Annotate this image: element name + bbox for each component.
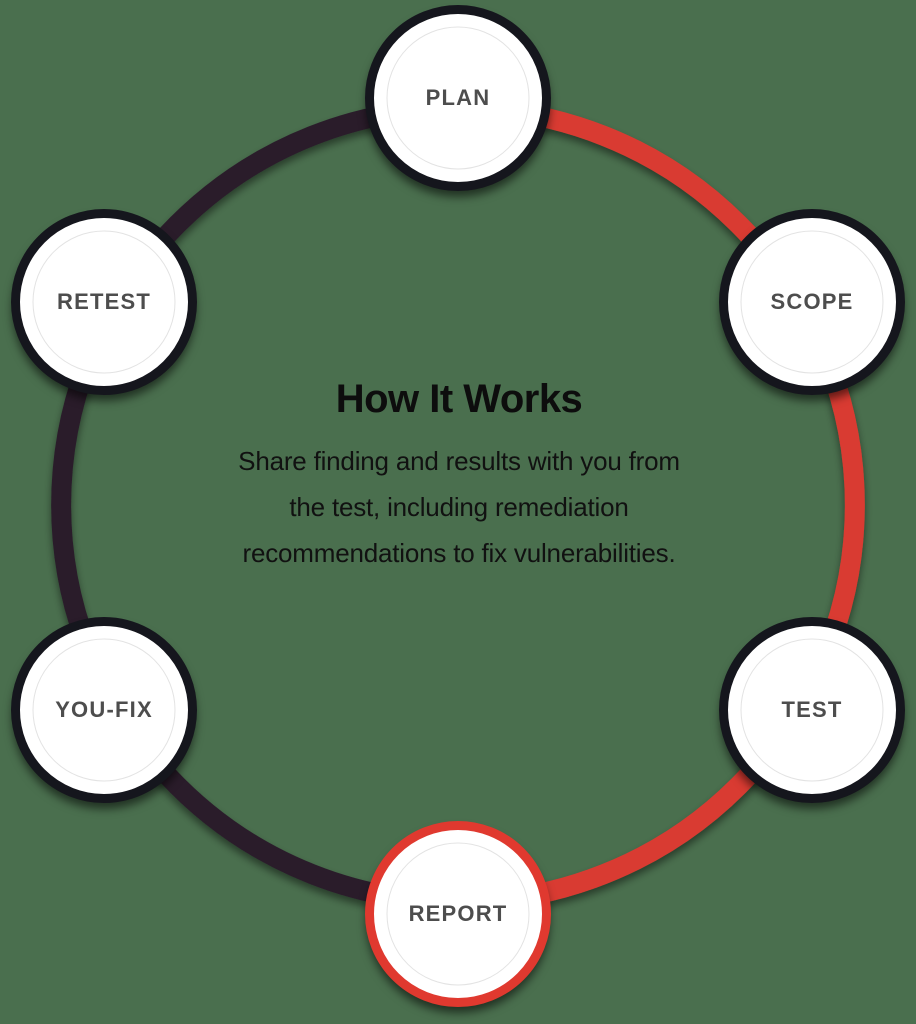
cycle-node-label: SCOPE: [770, 289, 854, 314]
cycle-node-you-fix[interactable]: YOU-FIX: [11, 617, 197, 803]
cycle-node-label: YOU-FIX: [55, 697, 153, 722]
cycle-node-label: RETEST: [57, 289, 151, 314]
cycle-node-label: REPORT: [408, 901, 508, 926]
cycle-node-scope[interactable]: SCOPE: [719, 209, 905, 395]
cycle-node-label: TEST: [781, 697, 843, 722]
cycle-node-retest[interactable]: RETEST: [11, 209, 197, 395]
arc-progress: [457, 98, 865, 912]
cycle-node-label: PLAN: [425, 85, 491, 110]
cycle-node-test[interactable]: TEST: [719, 617, 905, 803]
arc-remaining: [51, 98, 459, 912]
cycle-node-report[interactable]: REPORT: [365, 821, 551, 1007]
cycle-node-plan[interactable]: PLAN: [365, 5, 551, 191]
